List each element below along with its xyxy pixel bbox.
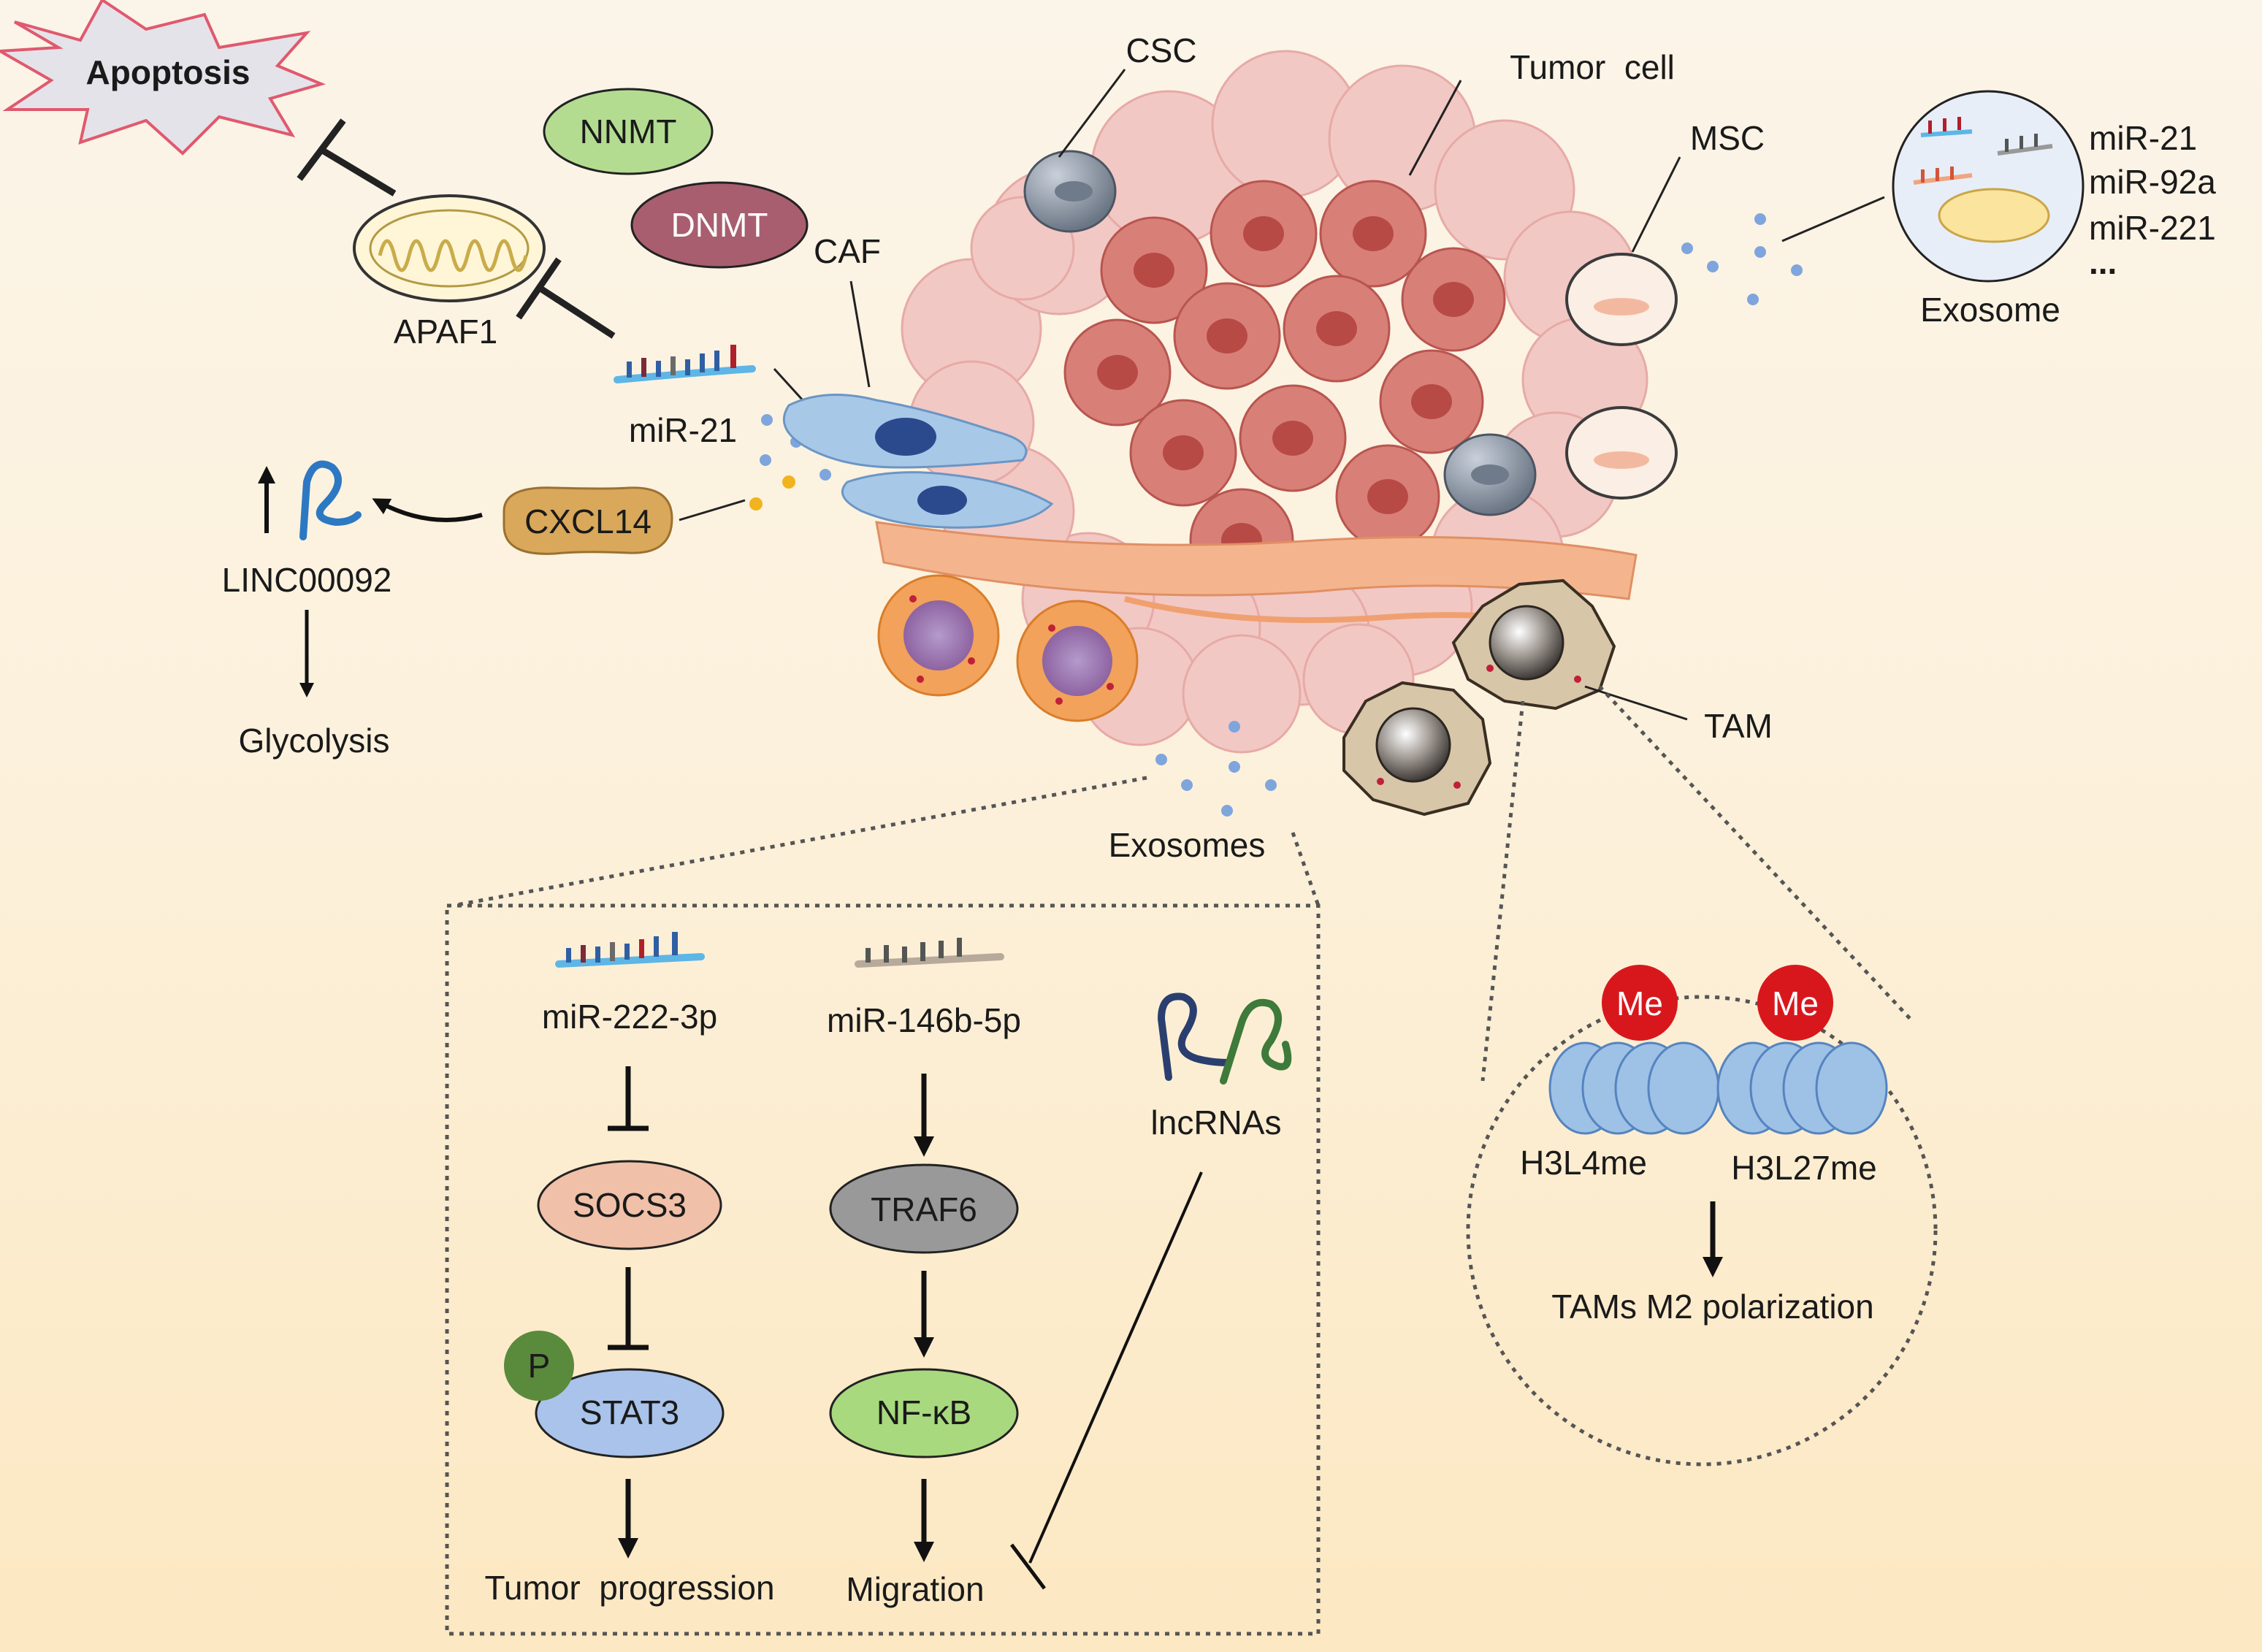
cxcl14-label: CXCL14 — [524, 502, 652, 540]
linc-rna-icon — [299, 460, 362, 540]
methyl-badge-left: Me — [1602, 965, 1678, 1041]
methyl-badge-right: Me — [1757, 965, 1833, 1041]
tam-cell-lower — [1342, 681, 1492, 817]
caf-pointer-line — [849, 280, 871, 388]
methylation-zoom-circle — [1466, 995, 1938, 1466]
tam-cell-upper — [1451, 578, 1616, 711]
dnmt-node: DNMT — [630, 181, 809, 269]
exosome-mir-item: ... — [2089, 243, 2117, 281]
nucleosome-right — [1716, 1041, 1888, 1135]
msc-cell-2 — [1565, 406, 1678, 500]
cxcl14-to-linc-arrow — [372, 498, 483, 522]
exosome-mir-item: miR-221 — [2089, 209, 2216, 247]
socs3-label: SOCS3 — [573, 1186, 687, 1224]
h3l27me-label: H3L27me — [1731, 1149, 1876, 1187]
immune-cell-right — [1016, 600, 1139, 722]
csc-label: CSC — [1126, 31, 1196, 69]
exosome-mir-item: miR-21 — [2089, 119, 2197, 157]
msc-label: MSC — [1690, 119, 1765, 157]
lncrna-inhibition-line — [1028, 1171, 1203, 1564]
mir146b-label: miR-146b-5p — [827, 1001, 1021, 1039]
cxcl14-node: CXCL14 — [503, 486, 673, 555]
apoptosis-burst: Apoptosis — [0, 0, 326, 156]
tumor-progression-label: Tumor progression — [484, 1569, 774, 1607]
exosome-pointer-line — [1781, 196, 1885, 242]
mitochondrion-icon — [353, 194, 546, 302]
stroma-fiber-band — [875, 521, 1638, 600]
lncrna-icon — [1157, 993, 1292, 1085]
phosphate-label: P — [528, 1347, 551, 1385]
migration-label: Migration — [846, 1570, 984, 1608]
tumor-cell-label: Tumor cell — [1510, 48, 1675, 86]
mir222-rna-icon — [555, 932, 705, 968]
apoptosis-inhibition-bar — [297, 118, 346, 181]
caf-label: CAF — [814, 232, 881, 270]
socs3-node: SOCS3 — [537, 1160, 722, 1250]
phosphate-badge: P — [504, 1331, 574, 1401]
tam-label: TAM — [1704, 707, 1773, 745]
m2-polarization-label: TAMs M2 polarization — [1551, 1288, 1873, 1326]
exosomes-label: Exosomes — [1109, 826, 1266, 864]
msc-pointer-line — [1631, 156, 1681, 253]
apaf1-inhibition-line — [538, 286, 616, 339]
csc-cell-2 — [1443, 433, 1537, 516]
nfkb-label: NF-κB — [876, 1393, 971, 1431]
pathway-box — [445, 903, 1321, 1636]
csc-cell — [1023, 150, 1117, 233]
h3l4me-label: H3L4me — [1520, 1144, 1647, 1182]
stat3-node: STAT3 — [535, 1368, 725, 1458]
exosome-label: Exosome — [1920, 291, 2060, 329]
lncrna-inhibition-bar — [1010, 1543, 1046, 1590]
tumor-cell-pointer-line — [1408, 80, 1462, 176]
apoptosis-inhibition-line — [319, 147, 397, 196]
glycolysis-label: Glycolysis — [238, 722, 389, 760]
exosome-inset — [1892, 90, 2085, 283]
tam-pointer-line — [1584, 685, 1688, 721]
msc-exosome-dots — [1681, 213, 1803, 305]
apoptosis-star-shape — [0, 0, 326, 156]
msc-cell — [1565, 253, 1678, 346]
caf-cells — [782, 393, 1054, 529]
zoom-connector-left — [452, 776, 1147, 908]
nucleosome-left — [1548, 1041, 1720, 1135]
tumor-exosome-dots — [1155, 721, 1277, 817]
methyl-label: Me — [1772, 984, 1819, 1022]
immune-cell-left — [877, 574, 1000, 697]
zoom-connector-right — [1291, 832, 1321, 906]
mir146b-rna-icon — [855, 938, 1004, 968]
mir21-rna-icon — [614, 345, 756, 383]
exosome-mir-list: miR-21 miR-92a miR-221 ... — [2089, 119, 2216, 281]
exosome-mir-item: miR-92a — [2089, 163, 2216, 201]
tumor-core-nuclei — [1097, 216, 1474, 558]
traf6-node: TRAF6 — [829, 1163, 1019, 1254]
lncrnas-label: lncRNAs — [1151, 1104, 1282, 1142]
apaf1-label: APAF1 — [394, 313, 497, 351]
methyl-label: Me — [1616, 984, 1663, 1022]
nnmt-node: NNMT — [543, 88, 714, 175]
traf6-label: TRAF6 — [871, 1190, 977, 1228]
mir21-label: miR-21 — [629, 411, 737, 449]
dnmt-label: DNMT — [671, 206, 768, 244]
apoptosis-label: Apoptosis — [86, 53, 251, 91]
linc-label: LINC00092 — [222, 561, 392, 599]
mir222-label: miR-222-3p — [542, 998, 717, 1036]
csc-pointer-line — [1058, 69, 1126, 158]
nfkb-node: NF-κB — [829, 1368, 1019, 1458]
stat3-label: STAT3 — [580, 1393, 679, 1431]
tam-zoom-connector-left — [1480, 700, 1525, 1082]
apaf1-inhibition-bar — [516, 257, 562, 320]
nnmt-label: NNMT — [580, 112, 677, 150]
cxcl14-to-caf-line — [679, 499, 746, 521]
